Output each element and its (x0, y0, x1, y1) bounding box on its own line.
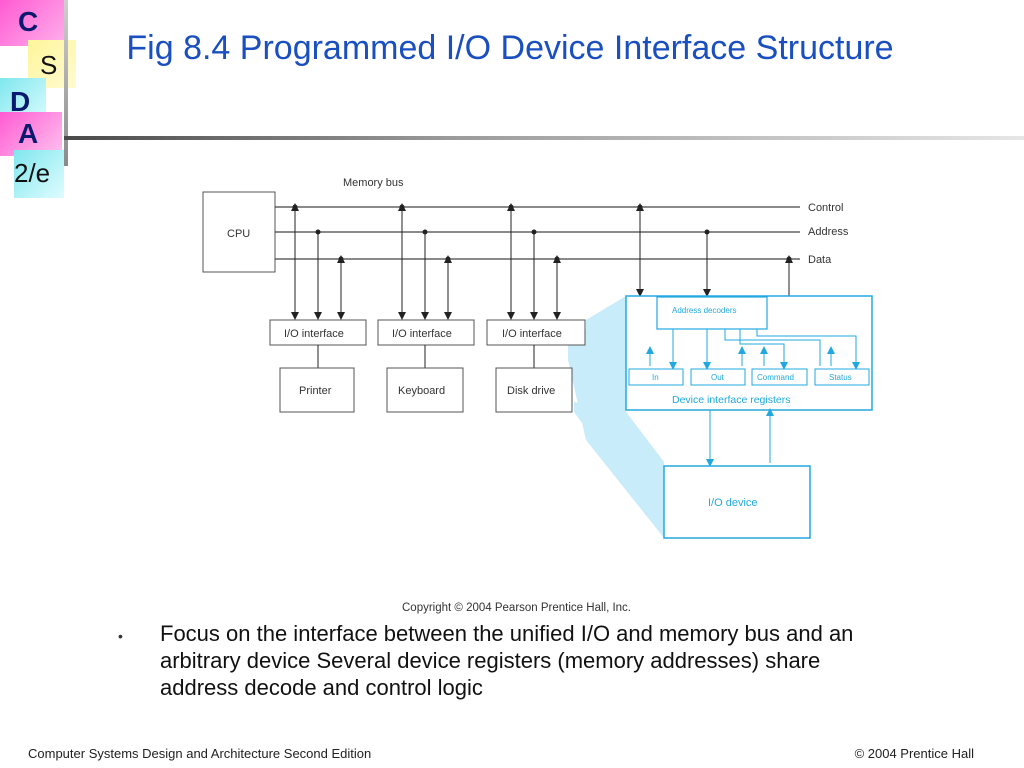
registers-caption: Device interface registers (672, 394, 790, 406)
slide-title: Fig 8.4 Programmed I/O Device Interface … (126, 29, 894, 67)
keyboard-box (386, 367, 464, 413)
io-interface-label-2: I/O interface (392, 328, 452, 340)
interface-group-3: I/O interface Disk drive (486, 203, 586, 413)
footer-left: Computer Systems Design and Architecture… (28, 746, 372, 761)
register-command (751, 368, 808, 386)
io-device-box (663, 465, 811, 539)
register-out-label: Out (711, 373, 725, 382)
disk-drive-box (495, 367, 573, 413)
register-in-label: In (652, 373, 659, 382)
io-interface-box-2 (377, 319, 475, 346)
logo-edition: 2/e (14, 158, 51, 188)
io-device-label: I/O device (708, 497, 758, 509)
address-decoders-label: Address decoders (672, 306, 736, 315)
register-command-label: Command (757, 373, 794, 382)
address-decoders-box (656, 296, 768, 330)
printer-label: Printer (299, 385, 332, 397)
io-interface-label-1: I/O interface (284, 328, 344, 340)
register-out (690, 368, 746, 386)
disk-drive-label: Disk drive (507, 385, 555, 397)
copyright-label: Copyright © 2004 Pearson Prentice Hall, … (402, 602, 631, 614)
printer-box (279, 367, 355, 413)
register-status (814, 368, 870, 386)
logo-square-e (14, 150, 64, 198)
io-interface-label-3: I/O interface (502, 328, 562, 340)
logo-letter-s: S (40, 50, 58, 80)
logo-square-a (0, 112, 62, 156)
bus-label-data: Data (808, 254, 832, 266)
vertical-rule (64, 0, 68, 166)
bullet-marker: • (118, 628, 123, 644)
logo-letter-c: C (18, 6, 39, 37)
bus-label-control: Control (808, 202, 843, 214)
bullet-text: Focus on the interface between the unifi… (160, 621, 854, 700)
cpu-box (202, 191, 276, 273)
keyboard-label: Keyboard (398, 385, 445, 397)
register-in (628, 368, 684, 386)
cpu-label: CPU (227, 228, 250, 240)
footer-right: © 2004 Prentice Hall (854, 746, 974, 761)
logo-letter-a: A (18, 118, 39, 149)
title-rule (64, 136, 1024, 140)
register-status-label: Status (829, 373, 852, 382)
memory-bus-label: Memory bus (343, 177, 404, 189)
interface-group-2: I/O interface Keyboard (377, 203, 475, 413)
io-interface-box-3 (486, 319, 586, 346)
logo-square-c (0, 0, 64, 46)
logo-square-d (0, 78, 46, 118)
interface-group-1: I/O interface Printer (269, 203, 367, 413)
bus-label-address: Address (808, 226, 849, 238)
logo-letter-d: D (10, 86, 31, 117)
